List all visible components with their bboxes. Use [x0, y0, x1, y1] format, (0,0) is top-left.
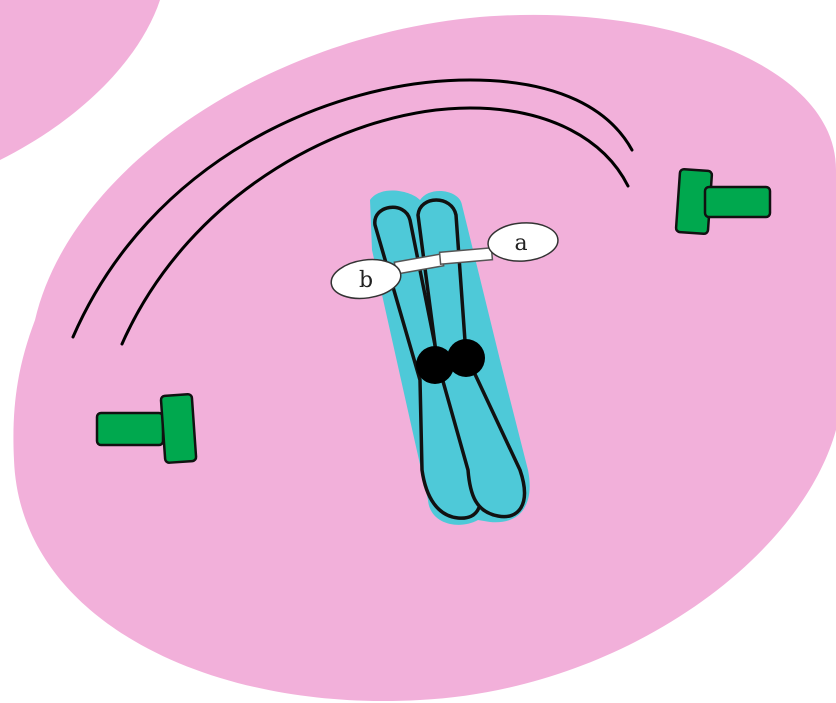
centriole-vertical [161, 394, 197, 463]
centromere-right [447, 339, 485, 377]
neighbor-cell [0, 0, 160, 160]
allele-tag-left-label: b [359, 268, 373, 293]
centriole-horizontal [705, 187, 770, 217]
allele-tag-right-label: a [514, 231, 527, 256]
centriole-horizontal [97, 413, 163, 445]
